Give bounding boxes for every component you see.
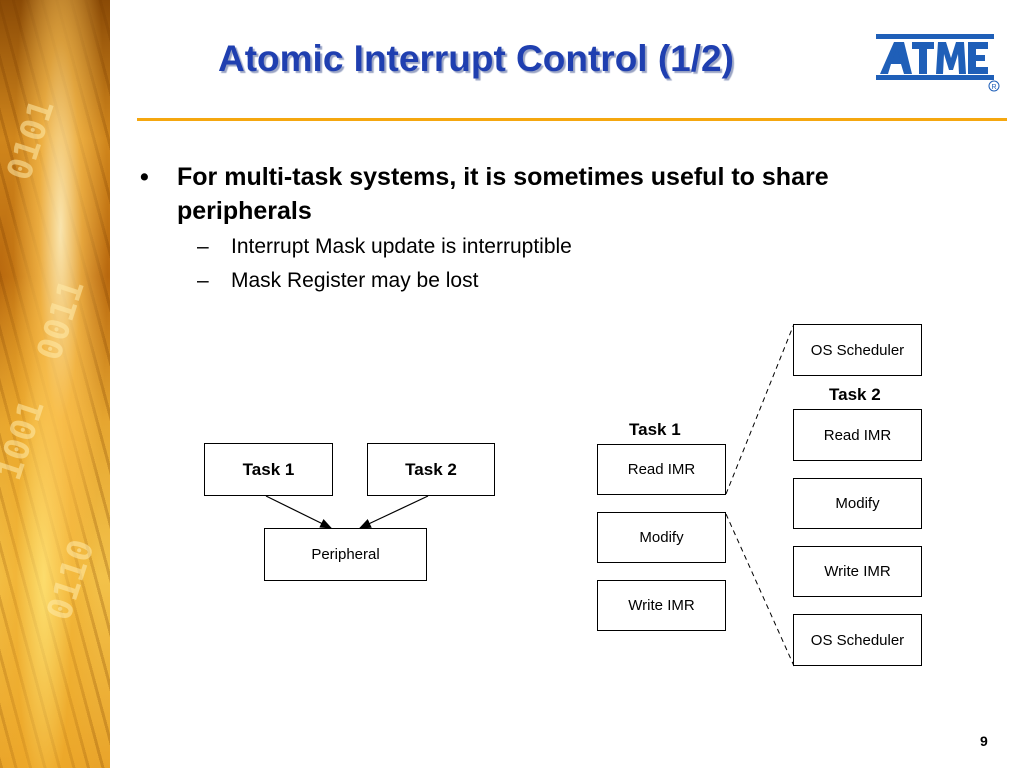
sub-bullet-marker: –: [197, 235, 209, 258]
arrow-task2-to-peripheral: [358, 495, 429, 529]
dashed-line-to-scheduler-bottom: [725, 513, 795, 667]
sub-bullet-list: – Interrupt Mask update is interruptible…: [177, 230, 960, 298]
os-scheduler-bottom: OS Scheduler: [793, 614, 922, 666]
sub-bullet-item: – Interrupt Mask update is interruptible: [177, 230, 960, 264]
sub-bullet-marker: –: [197, 269, 209, 292]
registered-mark: R: [991, 84, 996, 91]
page-number: 9: [980, 733, 988, 749]
task1-read-imr: Read IMR: [597, 444, 726, 495]
task2-label: Task 2: [829, 385, 881, 404]
task1-label: Task 1: [629, 420, 681, 439]
task2-write-imr: Write IMR: [793, 546, 922, 597]
bullet-item: • For multi-task systems, it is sometime…: [140, 160, 960, 298]
task1-box: Task 1: [204, 443, 333, 496]
peripheral-box: Peripheral: [264, 528, 427, 581]
decorative-side-image: 0101 0011 1001 0110: [0, 0, 110, 768]
os-scheduler-top: OS Scheduler: [793, 324, 922, 376]
title-divider: [137, 118, 1007, 121]
dashed-line-to-scheduler-top: [725, 323, 795, 495]
slide-title: Atomic Interrupt Control (1/2): [218, 38, 734, 79]
bullet-list: • For multi-task systems, it is sometime…: [140, 160, 960, 298]
task1-write-imr: Write IMR: [597, 580, 726, 631]
task2-box: Task 2: [367, 443, 495, 496]
sub-bullet-text: Mask Register may be lost: [231, 269, 479, 292]
bullet-text: For multi-task systems, it is sometimes …: [177, 163, 829, 225]
sub-bullet-text: Interrupt Mask update is interruptible: [231, 235, 572, 258]
task2-modify: Modify: [793, 478, 922, 529]
bullet-marker: •: [140, 163, 149, 191]
arrow-task1-to-peripheral: [265, 495, 333, 529]
task2-read-imr: Read IMR: [793, 409, 922, 461]
atmel-logo: R: [876, 34, 1000, 92]
task1-modify: Modify: [597, 512, 726, 563]
sub-bullet-item: – Mask Register may be lost: [177, 264, 960, 298]
